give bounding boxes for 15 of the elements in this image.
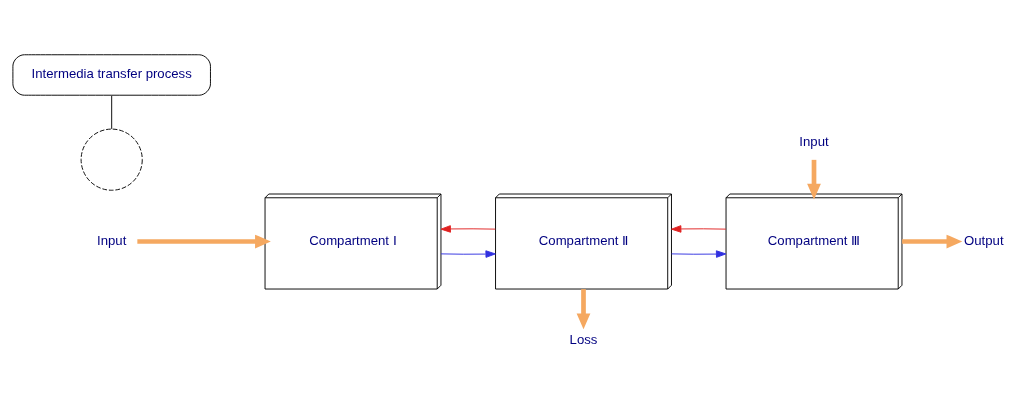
node-circle xyxy=(80,128,143,191)
arrow xyxy=(807,159,821,200)
arrow xyxy=(671,225,727,233)
node-box: Intermedia transfer process xyxy=(12,54,211,96)
arrow xyxy=(137,234,271,249)
arrow xyxy=(671,250,727,258)
node-text: Output xyxy=(964,233,1004,248)
node-text: Input xyxy=(97,233,127,248)
arrow xyxy=(440,225,496,233)
arrow xyxy=(902,234,963,249)
arrow xyxy=(440,250,496,258)
arrow xyxy=(576,289,591,330)
node-text: Input xyxy=(799,134,829,150)
node-text: Loss xyxy=(569,331,598,347)
connector xyxy=(111,95,113,130)
